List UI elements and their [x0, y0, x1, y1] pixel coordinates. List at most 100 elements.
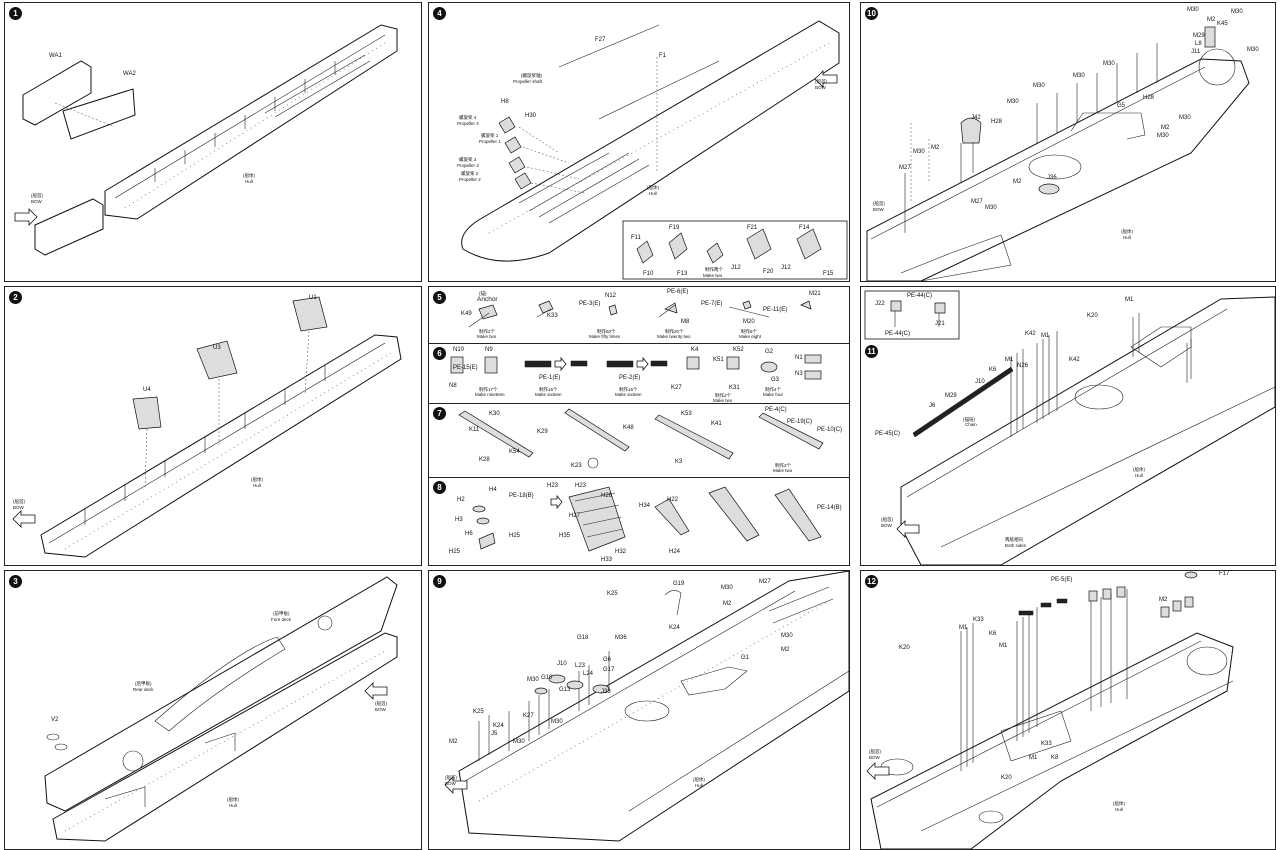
- make-four-cn: 制作4个: [765, 387, 782, 392]
- hull-label: Hull: [695, 783, 703, 788]
- hull-label-cn: (船体): [227, 797, 239, 802]
- make-twenty: Make twenty two: [657, 334, 691, 339]
- make-eight-cn: 制作8个: [741, 329, 758, 334]
- part-label-m29: M29: [945, 393, 957, 399]
- bow-label: BOW: [445, 781, 456, 786]
- rear-deck-label: Rear deck: [133, 687, 154, 692]
- part-label-pe44-a: PE-44(C): [907, 293, 933, 299]
- part-label-f15: F15: [823, 271, 834, 277]
- shaft-label-cn: (螺旋桨轴): [521, 73, 542, 78]
- part-label-m29: M29: [1193, 33, 1205, 39]
- hull-label: Hull: [1123, 235, 1131, 240]
- part-label-k23: K23: [571, 463, 582, 469]
- part-label-m30-e: M30: [1073, 73, 1085, 79]
- step-11-drawing: [864, 290, 1275, 565]
- part-label-pe11: PE-11(E): [763, 307, 788, 313]
- part-label-pe4: PE-4(C): [765, 407, 787, 413]
- hull-label: Hull: [229, 803, 237, 808]
- part-label-m2-a: M2: [1207, 17, 1216, 23]
- part-label-wa1: WA1: [49, 53, 62, 59]
- part-label-m30-e: M30: [551, 719, 563, 725]
- step-9-panel: 9 G19 M27 M30 K25 M2 K24 G18 M36 M30 M2 …: [428, 570, 850, 850]
- part-label-k24: K24: [669, 625, 680, 631]
- part-label-m30-h: M30: [1179, 115, 1191, 121]
- part-label-k54: K54: [509, 449, 520, 455]
- part-label-f27: F27: [595, 37, 606, 43]
- part-label-h2: H2: [457, 497, 465, 503]
- part-label-k52: K52: [733, 347, 744, 353]
- part-label-j22: J22: [875, 301, 885, 307]
- bow-label: BOW: [13, 505, 24, 510]
- part-label-h25-a: H25: [509, 533, 521, 539]
- part-label-k41: K41: [711, 421, 722, 427]
- make-sixteen: Make sixteen: [535, 392, 562, 397]
- fore-deck-label: Fore deck: [271, 617, 292, 622]
- part-label-h8: H8: [501, 99, 509, 105]
- hull-label: Hull: [253, 483, 261, 488]
- part-label-k20-a: K20: [1087, 313, 1098, 319]
- bow-label: BOW: [873, 207, 884, 212]
- part-label-k48: K48: [623, 425, 634, 431]
- propeller-3-label: Propeller 3: [457, 163, 479, 168]
- part-label-pe44-b: PE-44(C): [885, 331, 911, 337]
- step-10-panel: 10 M30 M30 M2 K45 M29 L8 J11 M30 M30 M30…: [860, 2, 1276, 282]
- shaft-label: Propeller shaft: [513, 79, 543, 84]
- part-label-g3: G3: [771, 377, 780, 383]
- part-label-h28-a: H28: [991, 119, 1003, 125]
- part-label-f10: F10: [643, 271, 654, 277]
- both-sides-label: Both sides: [1005, 543, 1027, 548]
- part-label-v2: V2: [51, 717, 59, 723]
- part-label-m1-b: M1: [999, 643, 1008, 649]
- step-number: 8: [433, 481, 446, 494]
- part-label-f1: F1: [659, 53, 667, 59]
- part-label-j12-a: J12: [731, 265, 741, 271]
- part-label-m2-a: M2: [723, 601, 732, 607]
- part-label-k31: K31: [729, 385, 740, 391]
- hull-label: Hull: [649, 191, 657, 196]
- propeller-2-label: Propeller 2: [459, 177, 481, 182]
- make-two-label: Make two: [703, 273, 723, 278]
- part-label-m30-d: M30: [1103, 61, 1115, 67]
- step-1-panel: 1 WA1 WA2 (船体) Hull (船首) BOW: [4, 2, 422, 282]
- part-label-h30: H30: [525, 113, 537, 119]
- step-number: 4: [433, 7, 446, 20]
- part-label-m2-d: M2: [1013, 179, 1022, 185]
- make-nineteen-cn: 制作17个: [479, 387, 498, 392]
- part-label-h22: H22: [667, 497, 679, 503]
- bow-label: BOW: [881, 523, 892, 528]
- bow-label-cn: (船首): [31, 193, 43, 198]
- part-label-k53: K53: [681, 411, 692, 417]
- part-label-h3: H3: [455, 517, 463, 523]
- part-label-n26: N26: [1017, 363, 1029, 369]
- part-label-k27: K27: [671, 385, 682, 391]
- step-12-panel: 12 PE-5(E) F17 M2 K33 M1 K6 M1 K20 K33 M…: [860, 570, 1276, 850]
- step-4-drawing: [461, 20, 848, 280]
- bow-label-cn: (船首): [13, 499, 25, 504]
- hull-label-cn: (船体): [1121, 229, 1133, 234]
- make-two-6: Make two: [713, 398, 733, 403]
- propeller-2-label-cn: 螺旋桨 2: [461, 171, 479, 176]
- part-label-j6: J6: [929, 403, 936, 409]
- step-number: 1: [9, 7, 22, 20]
- step-9-drawing: [444, 571, 849, 842]
- part-label-h27: H27: [569, 513, 581, 519]
- part-label-h33: H33: [601, 557, 613, 563]
- part-label-f21: F21: [747, 225, 758, 231]
- part-label-l24: L24: [583, 671, 594, 677]
- part-label-k28: K28: [479, 457, 490, 463]
- bow-label-cn: (船首): [815, 79, 827, 84]
- part-label-k25: K25: [607, 591, 618, 597]
- step-1-drawing: [14, 24, 398, 256]
- part-label-m30-c: M30: [1247, 47, 1259, 53]
- part-label-m27: M27: [759, 579, 771, 585]
- propeller-3-label-cn: 螺旋桨 3: [459, 157, 477, 162]
- part-label-k27: K27: [523, 713, 534, 719]
- step-11-panel: 11 J22 PE-44(C) PE-44(C) J21 M1 K20 K42 …: [860, 286, 1276, 566]
- part-label-k29: K29: [537, 429, 548, 435]
- bow-label-cn: (船首): [869, 749, 881, 754]
- part-label-h6: H6: [465, 531, 473, 537]
- make-eight: Make eight: [739, 334, 762, 339]
- part-label-m27-b: M27: [971, 199, 983, 205]
- part-label-pe19: PE-19(C): [787, 419, 813, 425]
- divider: [429, 343, 849, 344]
